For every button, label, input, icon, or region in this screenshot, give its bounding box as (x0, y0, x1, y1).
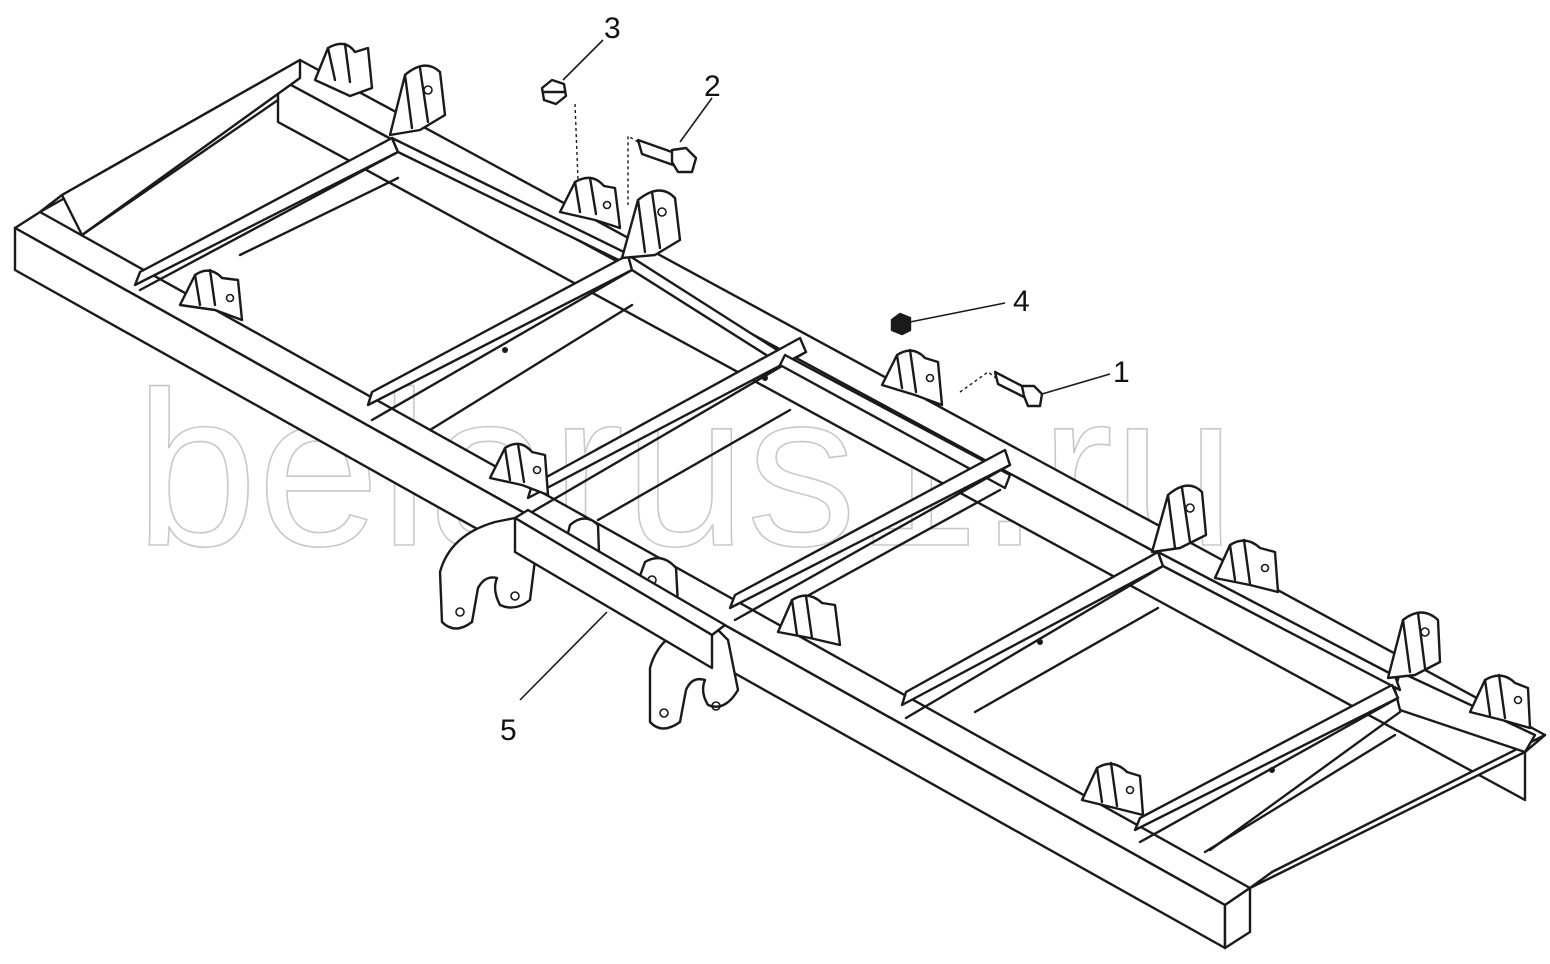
left-end-crossmember (38, 58, 302, 237)
crossmember-1 (133, 136, 637, 292)
crossmember-4 (728, 448, 1012, 622)
bracket-rear-3 (880, 348, 944, 407)
nut-4 (890, 312, 912, 336)
bolt-2 (636, 138, 698, 174)
leader-lines (519, 39, 1111, 701)
crossmember-6 (1133, 683, 1400, 844)
bracket-front-2 (488, 442, 550, 497)
bracket-front-1 (178, 268, 244, 322)
bolt-1 (993, 370, 1044, 408)
center-beam-box (513, 508, 727, 670)
callout-2: 2 (704, 70, 721, 103)
bracket-front-6 (1080, 761, 1145, 817)
bracket-tall-2 (620, 189, 682, 260)
bracket-tall-3 (1150, 484, 1208, 554)
assembly-paths (574, 103, 997, 393)
bracket-rear-2 (558, 176, 622, 230)
inner-plate-lines (238, 176, 1397, 854)
crossmember-5 (900, 550, 1402, 720)
hitch-plate-left (438, 516, 537, 630)
callout-5: 5 (500, 714, 517, 747)
bracket-rear-5 (1468, 673, 1532, 730)
rivet-holes (502, 347, 1275, 773)
bracket-tall-4 (1386, 611, 1442, 680)
bracket-rear-4 (1213, 538, 1280, 594)
bracket-tall-1 (388, 64, 447, 137)
callout-1: 1 (1113, 356, 1130, 389)
callout-3: 3 (604, 12, 621, 45)
bracket-rear-1 (313, 42, 374, 98)
callout-4: 4 (1013, 285, 1030, 318)
bracket-front-5 (776, 594, 842, 647)
nut-3 (540, 78, 568, 106)
